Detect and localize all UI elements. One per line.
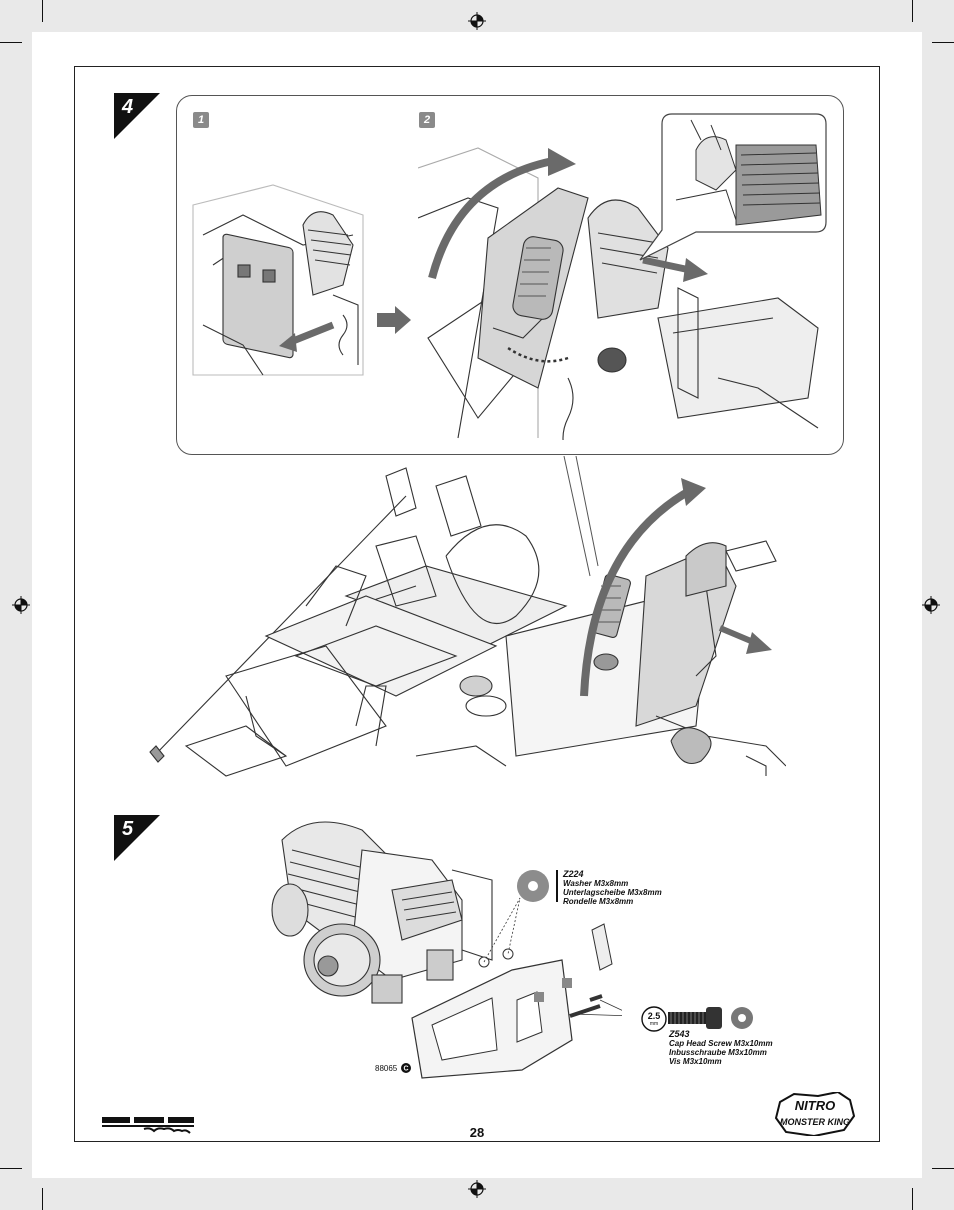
step-marker-icon bbox=[114, 93, 160, 139]
nitro-logo-line1: NITRO bbox=[795, 1098, 835, 1113]
part-reference-number: 88065 bbox=[375, 1064, 398, 1073]
washer-name-fr: Rondelle M3x8mm bbox=[563, 897, 634, 906]
crop-mark bbox=[932, 1168, 954, 1169]
crop-mark bbox=[912, 0, 913, 22]
engine-mount-removal-illustration bbox=[192, 184, 364, 376]
page-number: 28 bbox=[469, 1125, 485, 1140]
cap-head-screw-icon bbox=[668, 1007, 753, 1029]
part-divider bbox=[556, 870, 558, 902]
step-marker-icon bbox=[114, 815, 160, 861]
screw-name-de: Inbusschraube M3x10mm bbox=[669, 1048, 767, 1057]
chassis-assembly-illustration bbox=[149, 456, 786, 777]
step-4-number: 4 bbox=[122, 96, 134, 118]
screw-label: Z543 Cap Head Screw M3x10mm Inbusschraub… bbox=[669, 1029, 773, 1067]
crop-mark bbox=[42, 1188, 43, 1210]
engine-detail-zoom-illustration bbox=[639, 113, 827, 261]
hpi-racing-logo bbox=[102, 1117, 194, 1134]
washer-name-de: Unterlagscheibe M3x8mm bbox=[563, 888, 662, 897]
registration-mark-icon bbox=[12, 596, 30, 614]
nitro-logo-line2: MONSTER KING bbox=[780, 1117, 850, 1127]
registration-mark-icon bbox=[468, 1180, 486, 1198]
hex-wrench-icon bbox=[641, 1006, 667, 1032]
registration-mark-icon bbox=[468, 12, 486, 30]
engine-mount-assembly-illustration bbox=[271, 821, 622, 1079]
part-reference: 88065 bbox=[375, 1064, 397, 1073]
crop-mark bbox=[912, 1188, 913, 1210]
washer-code: Z224 bbox=[563, 869, 584, 879]
reference-badge-icon: C bbox=[401, 1063, 411, 1073]
screw-code: Z543 bbox=[669, 1029, 690, 1039]
screw-name-en: Cap Head Screw M3x10mm bbox=[669, 1039, 773, 1048]
washer-icon bbox=[517, 870, 549, 902]
registration-mark-icon bbox=[922, 596, 940, 614]
sub-step-1-badge: 1 bbox=[193, 112, 209, 128]
tool-unit: mm bbox=[649, 1021, 659, 1027]
tool-size: 2.5 bbox=[647, 1011, 661, 1021]
next-step-arrow-icon bbox=[377, 306, 411, 334]
crop-mark bbox=[932, 42, 954, 43]
screw-name-fr: Vis M3x10mm bbox=[669, 1057, 722, 1066]
engine-removal-illustration bbox=[418, 147, 819, 440]
nitro-monster-king-logo: NITRO MONSTER KING bbox=[774, 1092, 856, 1136]
washer-label: Z224 Washer M3x8mm Unterlagscheibe M3x8m… bbox=[563, 869, 662, 907]
washer-name-en: Washer M3x8mm bbox=[563, 879, 629, 888]
svg-text:C: C bbox=[403, 1066, 408, 1073]
step-5-number: 5 bbox=[122, 818, 134, 840]
sub-step-2-badge: 2 bbox=[419, 112, 435, 128]
crop-mark bbox=[0, 42, 22, 43]
crop-mark bbox=[42, 0, 43, 22]
crop-mark bbox=[0, 1168, 22, 1169]
